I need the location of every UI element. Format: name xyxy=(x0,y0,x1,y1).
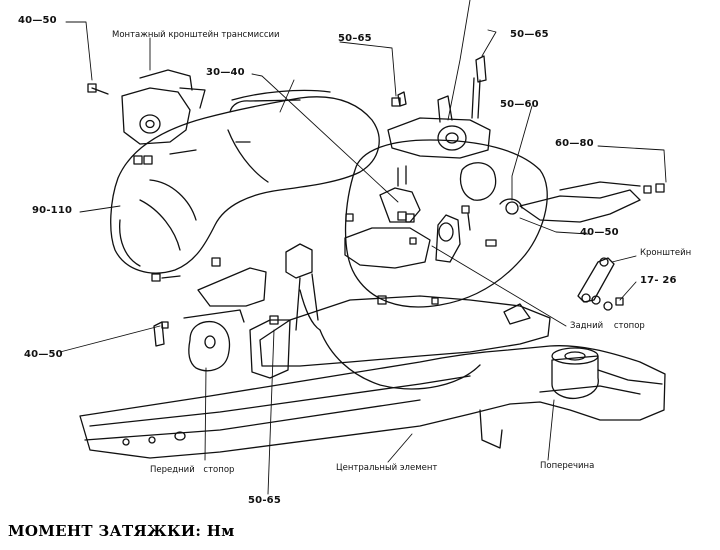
torque-label-40-50-left: 40—50 xyxy=(24,349,63,360)
center-member-label: Центральный элемент xyxy=(336,463,438,473)
upper-right-mount xyxy=(387,55,491,159)
torque-label-90-110: 90-110 xyxy=(32,205,73,216)
transmission-mount-label: Монтажный кронштейн трансмиссии xyxy=(112,30,280,40)
crossmember-bushing xyxy=(551,347,663,400)
torque-label-50-65-bottom: 50-65 xyxy=(248,495,281,506)
transmission-mount-bracket xyxy=(87,69,206,145)
front-stopper-label: Передний стопор xyxy=(150,465,235,475)
torque-label-17-26: 17- 26 xyxy=(640,275,677,286)
crossmember-label: Поперечина xyxy=(540,461,595,471)
torque-label-top-mid: 50–65 xyxy=(338,33,372,44)
torque-label-40-50-right: 40—50 xyxy=(580,227,619,238)
torque-caption: МОМЕНТ ЗАТЯЖКИ: Нм xyxy=(8,522,235,540)
transmission-casing xyxy=(110,89,380,274)
front-stopper xyxy=(153,267,267,372)
torque-label-60-80: 60—80 xyxy=(555,138,594,149)
link-bracket xyxy=(577,257,615,311)
rear-stopper-label: Задний стопор xyxy=(570,321,645,331)
leader-lines xyxy=(59,0,667,495)
center-member xyxy=(249,243,551,449)
rear-right-bracket xyxy=(459,162,641,223)
torque-label-top-right: 50—65 xyxy=(510,29,549,40)
center-mount-bracket xyxy=(344,165,461,269)
bolts xyxy=(133,97,665,329)
engine-block xyxy=(299,139,548,390)
bracket-label: Кронштейн xyxy=(640,248,692,258)
torque-label-50-60: 50—60 xyxy=(500,99,539,110)
torque-label-30-40: 30—40 xyxy=(206,67,245,78)
torque-label-top-left: 40—50 xyxy=(18,15,57,26)
crossmember-frame xyxy=(79,345,666,459)
